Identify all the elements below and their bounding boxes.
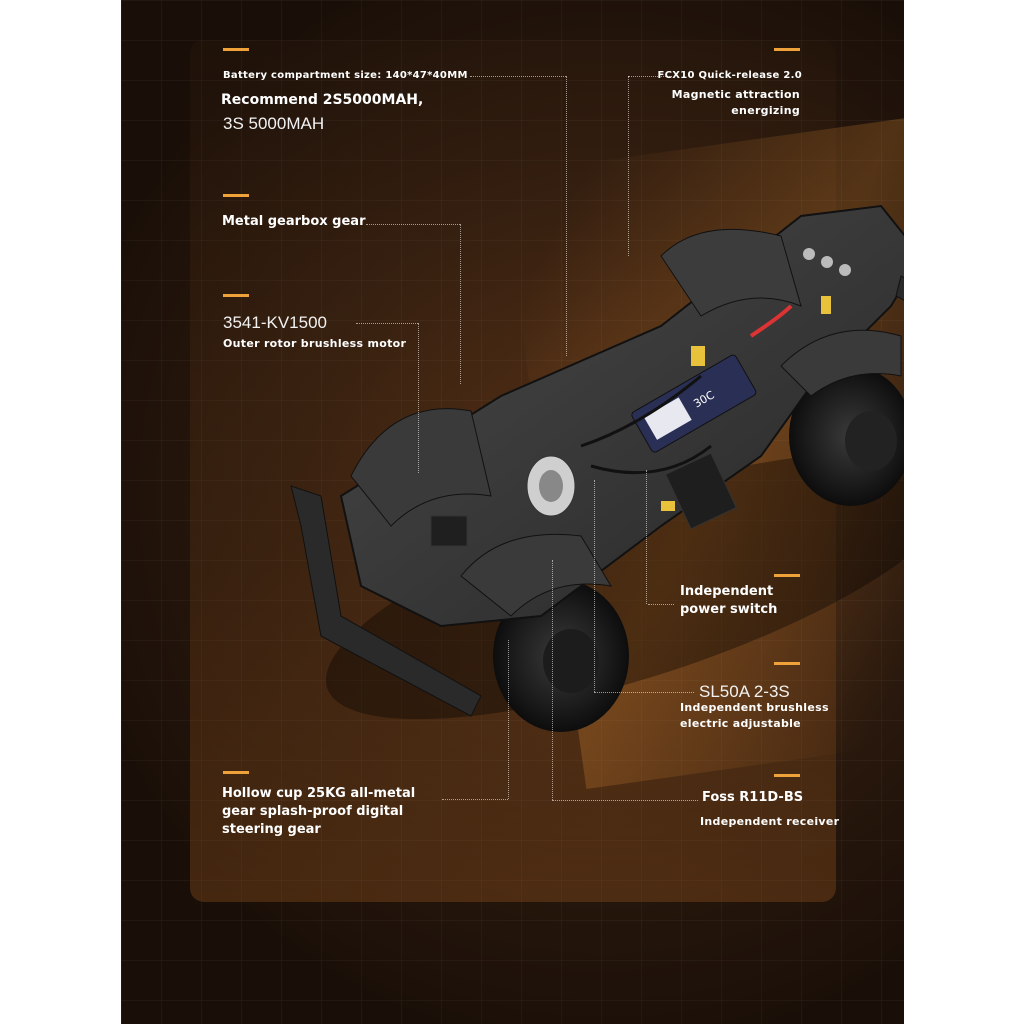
accent-dash bbox=[223, 48, 249, 51]
esc-line-1: Independent brushless bbox=[680, 701, 829, 714]
receiver-desc-label: Independent receiver bbox=[700, 815, 840, 828]
accent-dash bbox=[223, 194, 249, 197]
esc-line-2: electric adjustable bbox=[680, 717, 801, 730]
leader-line bbox=[566, 76, 567, 356]
leader-line bbox=[646, 470, 647, 604]
servo-line-3: steering gear bbox=[222, 822, 321, 837]
leader-line bbox=[356, 323, 418, 324]
receiver-model-label: Foss R11D-BS bbox=[702, 790, 804, 805]
leader-line bbox=[628, 76, 629, 256]
leader-line bbox=[508, 640, 509, 799]
leader-line bbox=[552, 560, 553, 800]
magnetic-line-1: Magnetic attraction bbox=[671, 88, 800, 101]
leader-line bbox=[628, 76, 672, 77]
servo-line-1: Hollow cup 25KG all-metal bbox=[222, 786, 416, 801]
leader-line bbox=[648, 604, 674, 605]
recommend-line-1: Recommend 2S5000MAH, bbox=[221, 92, 424, 108]
leader-line bbox=[418, 323, 419, 473]
motor-desc-label: Outer rotor brushless motor bbox=[223, 337, 407, 350]
gearbox-label: Metal gearbox gear bbox=[222, 214, 366, 229]
servo-line-2: gear splash-proof digital bbox=[222, 804, 404, 819]
power-switch-line-2: power switch bbox=[680, 602, 778, 617]
fcx-title-label: FCX10 Quick-release 2.0 bbox=[657, 70, 802, 81]
accent-dash bbox=[223, 771, 249, 774]
leader-line bbox=[442, 799, 508, 800]
leader-line bbox=[460, 224, 461, 384]
esc-model-label: SL50A 2-3S bbox=[699, 682, 790, 701]
leader-line bbox=[594, 480, 595, 692]
accent-dash bbox=[774, 48, 800, 51]
rc-car-chassis-image: 30C bbox=[290, 204, 904, 732]
leader-line bbox=[470, 76, 566, 77]
accent-dash bbox=[774, 774, 800, 777]
power-switch-line-1: Independent bbox=[680, 584, 774, 599]
accent-dash bbox=[774, 662, 800, 665]
motor-model-label: 3541-KV1500 bbox=[223, 313, 327, 332]
accent-dash bbox=[774, 574, 800, 577]
leader-line bbox=[594, 692, 694, 693]
leader-line bbox=[366, 224, 460, 225]
battery-size-label: Battery compartment size: 140*47*40MM bbox=[223, 70, 468, 81]
accent-dash bbox=[223, 294, 249, 297]
recommend-line-2: 3S 5000MAH bbox=[223, 114, 325, 133]
magnetic-line-2: energizing bbox=[731, 104, 800, 117]
product-panel: 30C bbox=[121, 0, 904, 1024]
leader-line bbox=[552, 800, 698, 801]
